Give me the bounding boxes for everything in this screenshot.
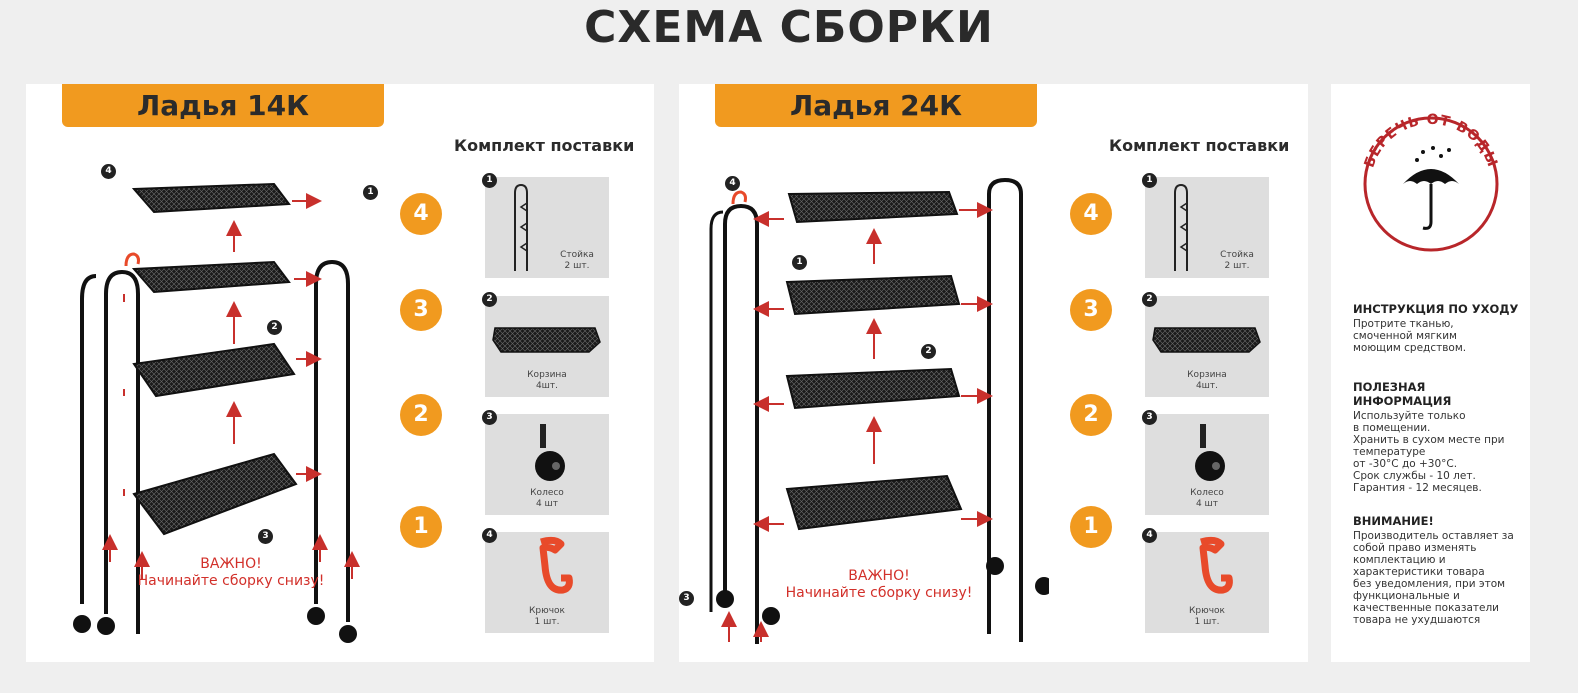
warning-text: ВАЖНО! Начинайте сборку снизу! <box>121 556 341 590</box>
info-text: Используйте только в помещении. Хранить … <box>1353 410 1505 494</box>
kit-num: 2 <box>1142 292 1157 307</box>
step-3: 3 <box>1070 289 1112 331</box>
kit-card-wheel: 3 Колесо 4 шт <box>482 410 609 515</box>
rack-diagram-24k <box>709 177 1023 644</box>
step-4: 4 <box>1070 193 1112 235</box>
kit-card-post: 1 Стойка 2 шт. <box>482 173 609 278</box>
kit-name: Колесо <box>1190 488 1224 498</box>
hook-icon <box>539 536 573 594</box>
warning-line2: Начинайте сборку снизу! <box>785 585 973 601</box>
umbrella-icon <box>1403 146 1459 230</box>
step-1: 1 <box>1070 506 1112 548</box>
panel-ladya-24k: Ладья 24К Комплект поставки <box>679 84 1308 662</box>
hook-icon <box>1199 536 1233 594</box>
kit-num: 2 <box>482 292 497 307</box>
kit-qty: 2 шт. <box>1224 261 1250 271</box>
kit-name: Крючок <box>529 606 565 616</box>
basket-icon <box>1152 327 1261 353</box>
callout-hook: 4 <box>725 176 740 191</box>
kit-qty: 4шт. <box>1195 381 1219 391</box>
kit-qty: 4 шт <box>535 499 559 509</box>
callout-wheel: 3 <box>679 591 694 606</box>
kit-num: 3 <box>482 410 497 425</box>
step-4: 4 <box>400 193 442 235</box>
svg-text:БЕРЕЧЬ ОТ ВОДЫ: БЕРЕЧЬ ОТ ВОДЫ <box>1362 112 1501 170</box>
callout-hook: 4 <box>101 164 116 179</box>
callout-wheel: 3 <box>258 529 273 544</box>
kit-name: Колесо <box>530 488 564 498</box>
kit-num: 1 <box>1142 173 1157 188</box>
warning-line2: Начинайте сборку снизу! <box>137 573 325 589</box>
step-2: 2 <box>1070 394 1112 436</box>
care-title: ИНСТРУКЦИЯ ПО УХОДУ <box>1353 302 1519 316</box>
panel-ladya-14k: Ладья 14К Комплект поставки <box>26 84 654 662</box>
kit-card-basket: 2 Корзина 4шт. <box>482 292 609 397</box>
attention-title: ВНИМАНИЕ! <box>1353 514 1434 528</box>
basket-icon <box>492 327 601 353</box>
kit-card-post: 1 Стойка 2 шт. <box>1142 173 1269 278</box>
useful-info: ПОЛЕЗНАЯ ИНФОРМАЦИЯ Используйте только в… <box>1353 380 1523 494</box>
kit-title: Комплект поставки <box>454 136 635 155</box>
kit-num: 3 <box>1142 410 1157 425</box>
warning-line1: ВАЖНО! <box>200 556 262 572</box>
step-2: 2 <box>400 394 442 436</box>
wheel-icon <box>535 424 565 481</box>
kit-qty: 4шт. <box>535 381 559 391</box>
keep-dry-stamp: БЕРЕЧЬ ОТ ВОДЫ <box>1362 112 1501 252</box>
warning-text: ВАЖНО! Начинайте сборку снизу! <box>769 568 989 602</box>
kit-name: Стойка <box>560 250 594 260</box>
step-1: 1 <box>400 506 442 548</box>
kit-card-hook: 4 Крючок 1 шт. <box>482 528 609 633</box>
kit-qty: 4 шт <box>1195 499 1219 509</box>
kit-card-wheel: 3 Колесо 4 шт <box>1142 410 1269 515</box>
callout-post: 1 <box>792 255 807 270</box>
callout-basket: 2 <box>267 320 282 335</box>
wheel-icon <box>1195 424 1225 481</box>
kit-num: 1 <box>482 173 497 188</box>
kit-name: Корзина <box>1187 370 1227 380</box>
kit-card-basket: 2 Корзина 4шт. <box>1142 292 1269 397</box>
info-title: ПОЛЕЗНАЯ ИНФОРМАЦИЯ <box>1353 380 1452 408</box>
kit-num: 4 <box>482 528 497 543</box>
page-title: СХЕМА СБОРКИ <box>584 2 994 53</box>
care-text: Протрите тканью, смоченной мягким моющим… <box>1353 318 1467 354</box>
kit-title: Комплект поставки <box>1109 136 1290 155</box>
kit-qty: 2 шт. <box>564 261 590 271</box>
kit-name: Корзина <box>527 370 567 380</box>
callout-post: 1 <box>363 185 378 200</box>
callout-basket: 2 <box>921 344 936 359</box>
kit-name: Крючок <box>1189 606 1225 616</box>
rack-post-icon <box>514 183 528 271</box>
rack-diagram-14k <box>73 182 360 643</box>
stamp-text: БЕРЕЧЬ ОТ ВОДЫ <box>1362 112 1500 170</box>
attention-text: Производитель оставляет за собой право и… <box>1353 530 1514 626</box>
warning-line1: ВАЖНО! <box>848 568 910 584</box>
wheels-24k <box>716 557 1049 625</box>
care-instructions: ИНСТРУКЦИЯ ПО УХОДУ Протрите тканью, смо… <box>1353 302 1523 354</box>
attention: ВНИМАНИЕ! Производитель оставляет за соб… <box>1353 514 1523 626</box>
kit-qty: 1 шт. <box>1194 617 1220 627</box>
kit-num: 4 <box>1142 528 1157 543</box>
step-3: 3 <box>400 289 442 331</box>
model-banner: Ладья 24К <box>715 84 1037 127</box>
model-banner: Ладья 14К <box>62 84 384 127</box>
kit-name: Стойка <box>1220 250 1254 260</box>
kit-qty: 1 шт. <box>534 617 560 627</box>
care-panel: БЕРЕЧЬ ОТ ВОДЫ ИНСТРУКЦИЯ ПО УХОДУ Протр… <box>1331 84 1530 662</box>
kit-card-hook: 4 Крючок 1 шт. <box>1142 528 1269 633</box>
rack-post-icon <box>1174 183 1188 271</box>
